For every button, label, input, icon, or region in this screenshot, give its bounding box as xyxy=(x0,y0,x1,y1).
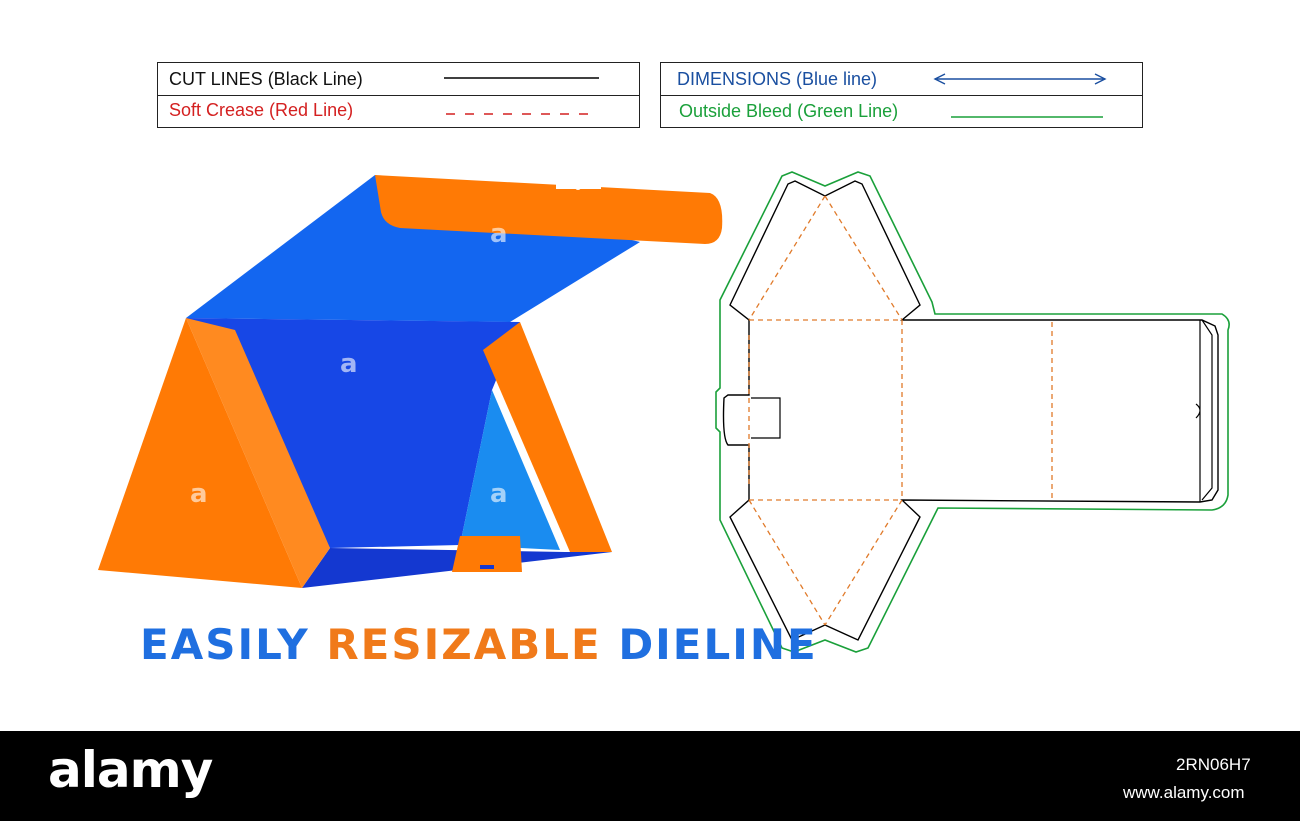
cut-line-sample xyxy=(444,77,599,79)
site-url-label[interactable]: www.alamy.com xyxy=(1123,783,1245,802)
tuck-flap-hole xyxy=(575,184,581,190)
box-lock-slot xyxy=(480,565,494,569)
dieline-bleed-outline xyxy=(715,171,1230,653)
legend-row-dimensions: DIMENSIONS (Blue line) xyxy=(661,63,1142,95)
headline-word-dieline: DIELINE xyxy=(618,620,818,669)
legend-right-table: DIMENSIONS (Blue line) Outside Bleed (Gr… xyxy=(660,62,1143,128)
dieline-crease-lines xyxy=(748,195,1053,626)
legend-row-outside-bleed: Outside Bleed (Green Line) xyxy=(661,95,1142,127)
box-lock-tab xyxy=(452,536,522,572)
outside-bleed-label: Outside Bleed (Green Line) xyxy=(679,101,899,121)
legend-row-soft-crease: Soft Crease (Red Line) xyxy=(158,95,639,127)
box-lid-tuck-flap xyxy=(375,175,723,244)
artwork-layer: a a a a xyxy=(98,171,1230,653)
dimension-arrow-sample xyxy=(933,73,1107,85)
image-canvas: CUT LINES (Black Line) Soft Crease (Red … xyxy=(98,62,1230,669)
watermark-glyph: a xyxy=(340,349,358,379)
box-right-dust-flap xyxy=(483,322,612,552)
stock-footer-bar: alamy 2RN06H7 www.alamy.com xyxy=(0,731,1300,821)
legend-row-cut-lines: CUT LINES (Black Line) xyxy=(158,63,639,95)
box-inner-right-face xyxy=(460,390,560,550)
dimensions-label: DIMENSIONS (Blue line) xyxy=(677,69,878,89)
alamy-logo: alamy xyxy=(48,741,213,799)
headline-word-resizable: RESIZABLE xyxy=(326,620,602,669)
soft-crease-label: Soft Crease (Red Line) xyxy=(169,100,354,120)
cut-lines-label: CUT LINES (Black Line) xyxy=(169,69,363,89)
headline-word-easily: EASILY xyxy=(140,620,310,669)
box-mockup-illustration: a a a a xyxy=(98,175,723,588)
watermark-glyph: a xyxy=(490,219,508,249)
watermark-glyph: a xyxy=(190,479,208,509)
box-left-dust-flap xyxy=(186,318,330,588)
crease-line-sample xyxy=(446,113,591,115)
box-back-wall xyxy=(186,318,520,548)
box-lid-inner-panel xyxy=(186,175,640,322)
image-id-label: 2RN06H7 xyxy=(1176,755,1251,774)
legend-left-table: CUT LINES (Black Line) Soft Crease (Red … xyxy=(157,62,640,128)
box-left-end-panel xyxy=(98,318,302,588)
dieline-cut-outline xyxy=(722,180,1219,641)
dieline-cut-detail xyxy=(751,319,1213,502)
watermark-glyph: a xyxy=(490,479,508,509)
bleed-line-sample xyxy=(951,116,1103,118)
headline-text: EASILY RESIZABLE DIELINE xyxy=(140,620,818,669)
dieline-drawing xyxy=(715,171,1230,653)
